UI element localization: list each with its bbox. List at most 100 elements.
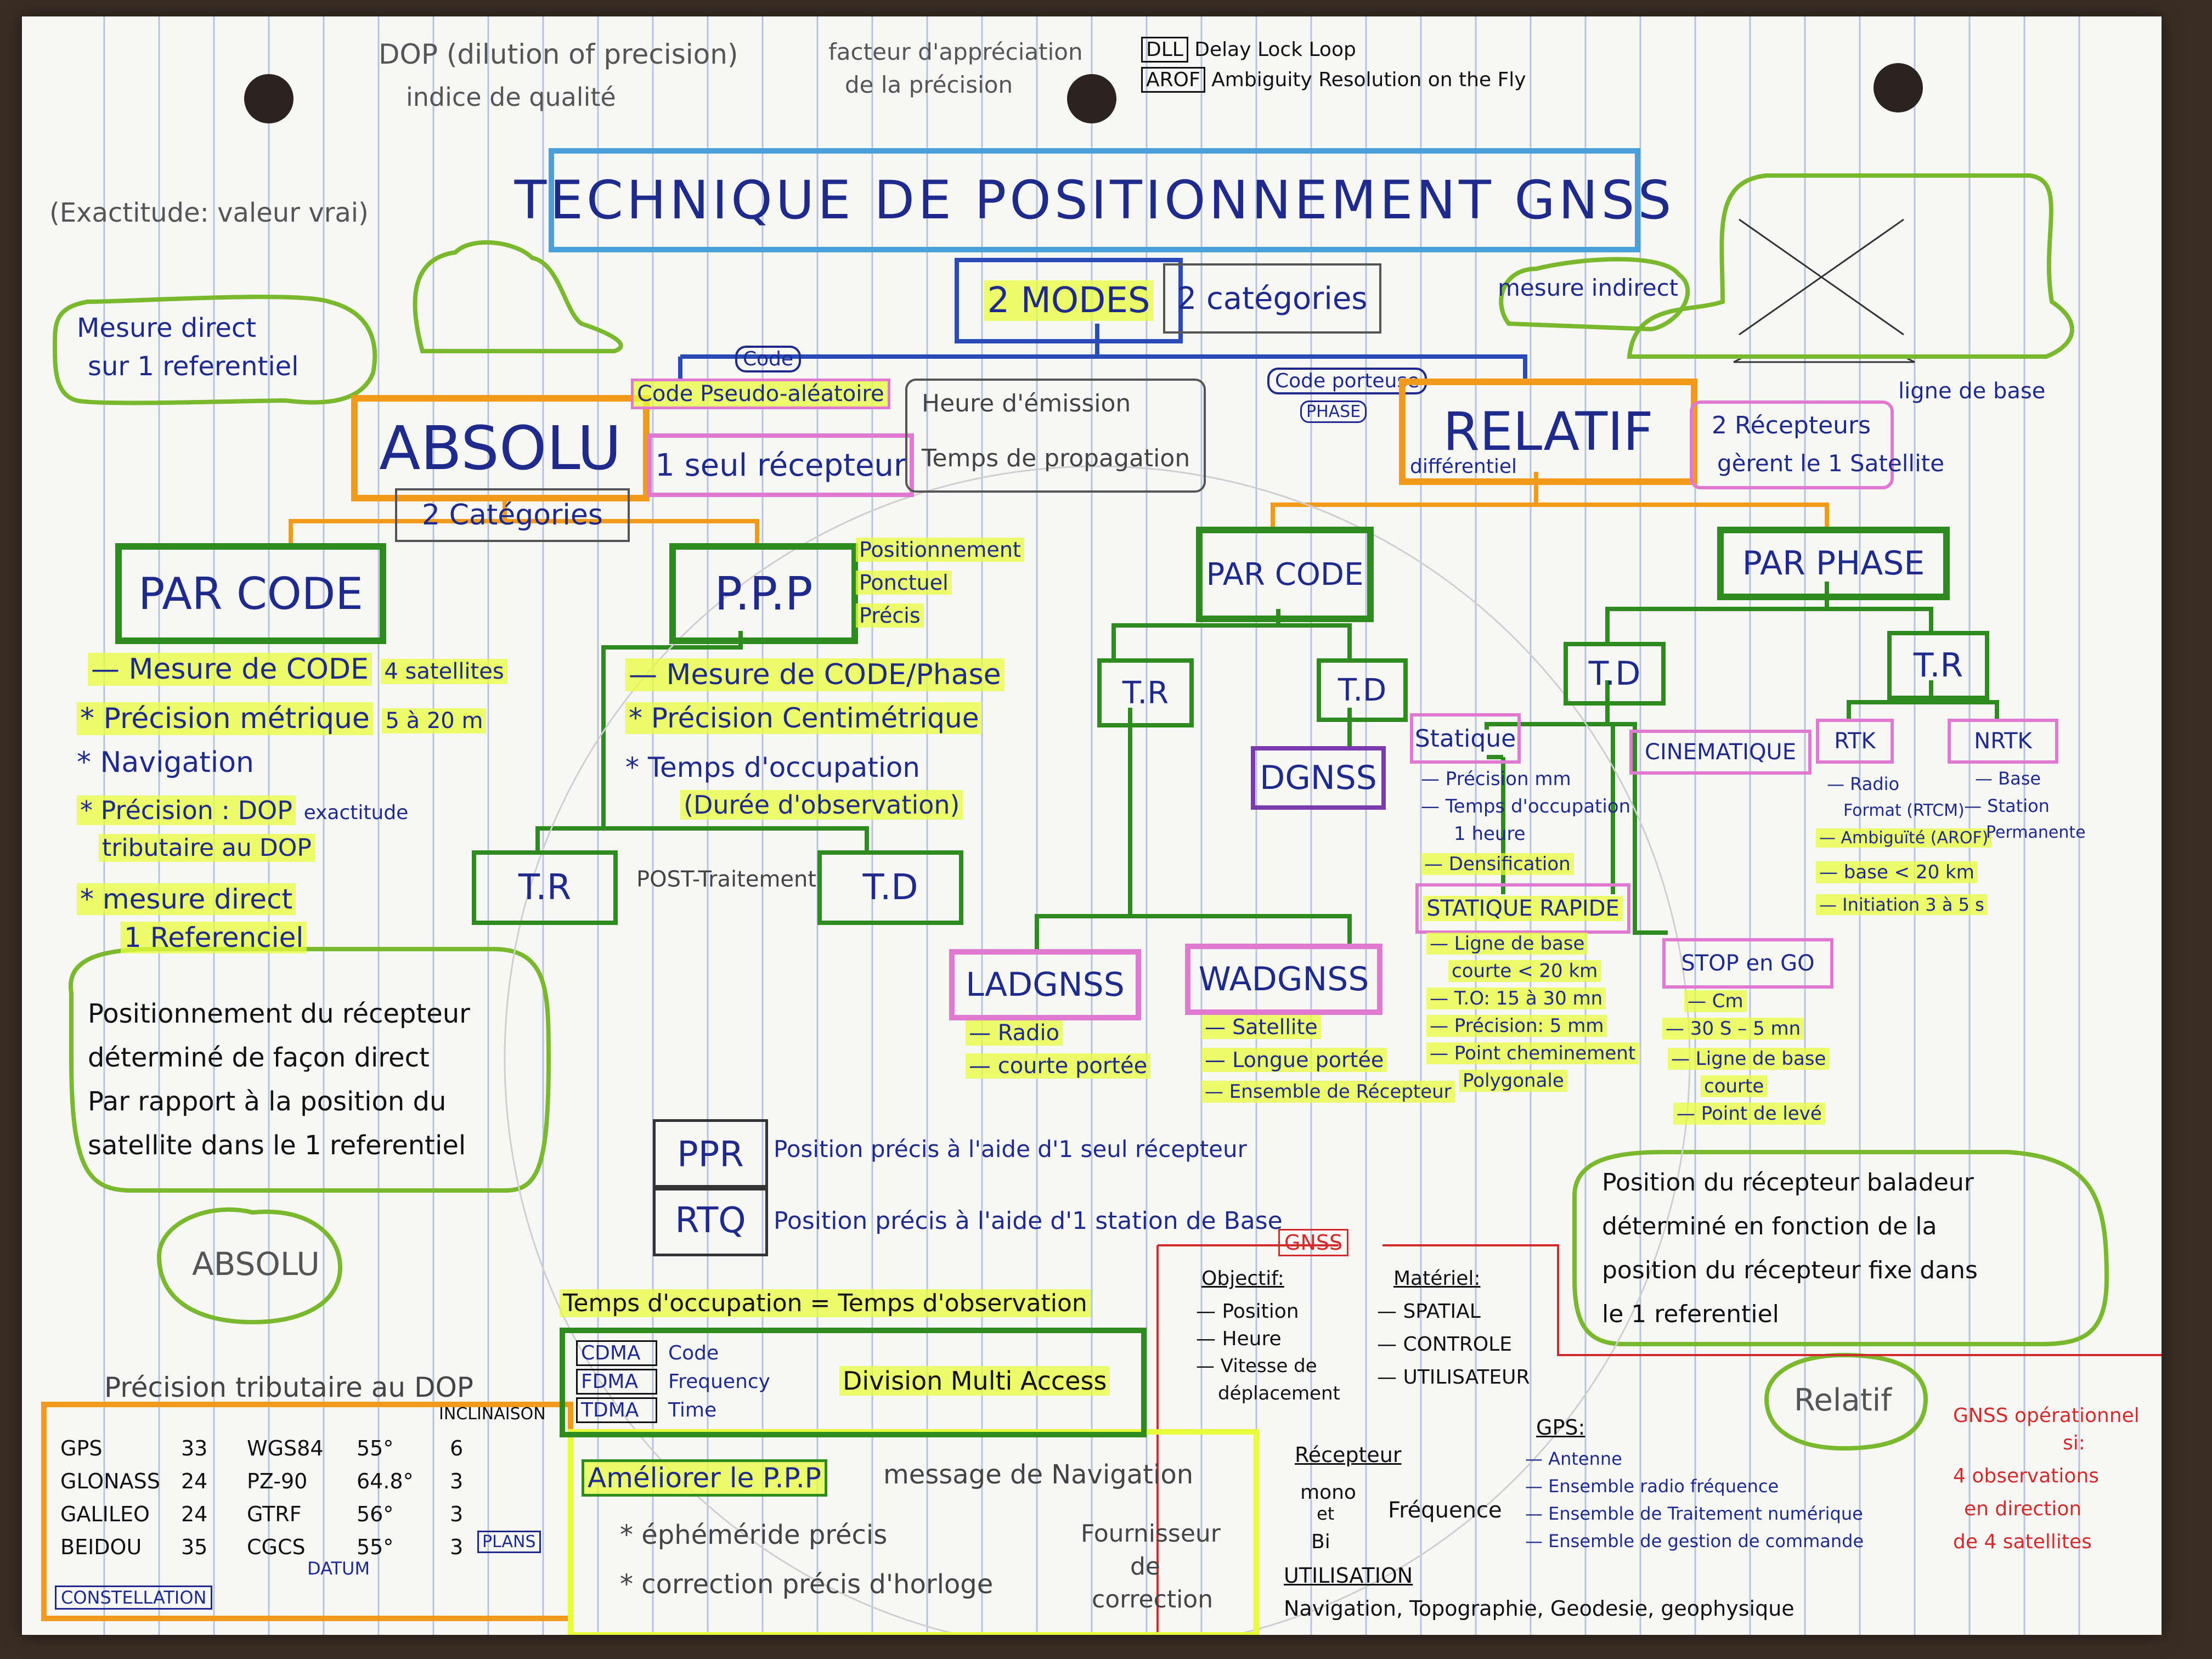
objectif-item-3: — Vitesse de: [1196, 1355, 1317, 1377]
dll-abbr: DLL: [1141, 37, 1188, 63]
ppp-item-2: * Précision Centimétrique: [625, 702, 983, 734]
multiplex-box: [560, 1328, 1147, 1437]
sg-item-3: — Ligne de base: [1668, 1048, 1830, 1070]
relatif-sub: différentiel: [1410, 455, 1517, 478]
recepteurs-1: 2 Récepteurs: [1712, 411, 1871, 439]
ameliorer-item-1: * éphéméride précis: [620, 1520, 888, 1550]
ppp-td-box: T.D: [817, 850, 963, 925]
relatif-def-3: position du récepteur fixe dans: [1602, 1256, 1978, 1284]
materiel-item-2: — CONTROLE: [1377, 1333, 1512, 1356]
objectif-item-2: — Heure: [1196, 1328, 1282, 1350]
sr-item-4: — Précision: 5 mm: [1426, 1015, 1607, 1037]
pc-item-7: 1 Referenciel: [121, 922, 307, 953]
recepteur-et: et: [1317, 1503, 1335, 1524]
ppr-abbr: PPR: [677, 1135, 744, 1175]
gnss-op-1: GNSS opérationnel: [1953, 1404, 2140, 1427]
constellation-table: GPS 33 WGS84 55° 6 GLONASS 24 PZ-90 64.8…: [60, 1432, 483, 1564]
arof-line: AROF Ambiguity Resolution on the Fly: [1141, 67, 1526, 93]
table-row: GPS 33 WGS84 55° 6: [60, 1436, 464, 1460]
categories-box: 2 catégories: [1163, 263, 1381, 334]
utilisation-title: UTILISATION: [1284, 1564, 1413, 1588]
sg-item-1: — Cm: [1684, 990, 1747, 1012]
gps-item-3: — Ensemble de Traitement numérique: [1525, 1503, 1863, 1524]
ameliorer-item-2: * correction précis d'horloge: [620, 1569, 994, 1600]
nrtk-item-3: Permanente: [1986, 823, 2086, 842]
absolu-bubble-line2: sur 1 referentiel: [88, 351, 299, 382]
mesure-indirect: mesure indirect: [1498, 274, 1679, 301]
relatif-def-4: le 1 referentiel: [1602, 1300, 1779, 1328]
code-tag: Code: [735, 346, 802, 373]
absolu-def-1: Positionnement du récepteur: [88, 998, 470, 1029]
seul-recepteur-box: 1 seul récepteur: [647, 433, 914, 497]
relatif-par-code-label: PAR CODE: [1206, 556, 1364, 592]
arof-abbr: AROF: [1141, 67, 1205, 93]
ppp-tr-box: T.R: [472, 850, 618, 925]
provider-1: Fournisseur: [1081, 1520, 1221, 1548]
wadgnss-item-1: — Satellite: [1201, 1015, 1321, 1039]
dgnss-box: DGNSS: [1251, 746, 1386, 810]
sr-item-3: — T.O: 15 à 30 mn: [1426, 988, 1606, 1009]
nrtk-box: NRTK: [1948, 719, 2058, 764]
rtq-box: RTQ: [653, 1185, 768, 1256]
title-box: TECHNIQUE DE POSITIONNEMENT GNSS: [515, 148, 1671, 252]
ameliorer-title: Améliorer le P.P.P: [582, 1459, 827, 1497]
gps-item-4: — Ensemble de gestion de commande: [1525, 1531, 1864, 1551]
constellation-table-title: Précision tributaire au DOP: [104, 1372, 473, 1403]
rc-tr: T.R: [1122, 675, 1169, 711]
pc-item-3: * Navigation: [77, 746, 254, 779]
recepteur-bi: Bi: [1311, 1531, 1330, 1553]
ppp-note-3: Précis: [856, 603, 924, 628]
temps-occupation: Temps d'occupation = Temps d'observation: [560, 1289, 1091, 1317]
label-plans: PLANS: [477, 1531, 541, 1553]
par-phase-label: PAR PHASE: [1742, 544, 1925, 583]
recepteurs-2: gèrent le 1 Satellite: [1717, 450, 1945, 477]
rtk-label: RTK: [1834, 729, 1876, 754]
relatif-cloud: Relatif: [1794, 1383, 1892, 1418]
gnss-op-2: si:: [2063, 1432, 2085, 1454]
dll-text: Delay Lock Loop: [1194, 38, 1356, 61]
pc-item-5: tributaire au DOP: [99, 834, 315, 862]
pp-tr-box: T.R: [1887, 631, 1989, 700]
phase-tag: PHASE: [1300, 400, 1367, 423]
temps-propagation: Temps de propagation: [922, 444, 1190, 472]
ppp-box: P.P.P: [669, 543, 858, 644]
sr-item-5: — Point cheminement: [1426, 1042, 1639, 1064]
absolu-cloud: ABSOLU: [192, 1245, 320, 1283]
ppr-box: PPR: [653, 1119, 768, 1190]
sr-item-6: Polygonale: [1459, 1070, 1567, 1092]
objectif-item-1: — Position: [1196, 1300, 1299, 1323]
multiplex-rows: CDMA Code FDMA Frequency TDMA Time: [576, 1339, 770, 1424]
ladgnss-box: LADGNSS: [949, 949, 1141, 1020]
dll-line: DLL Delay Lock Loop: [1141, 37, 1356, 63]
absolu-bubble-line1: Mesure direct: [77, 313, 257, 343]
factor-note: facteur d'appréciation: [828, 38, 1083, 65]
modes-label: 2 MODES: [984, 280, 1154, 321]
relatif-label: RELATIF: [1443, 401, 1654, 462]
recepteur-title: Récepteur: [1295, 1443, 1402, 1467]
ppp-item-4: (Durée d'observation): [680, 790, 963, 820]
pc-item-4: * Précision : DOP exactitude: [77, 795, 408, 825]
wadgnss-item-2: — Longue portée: [1201, 1048, 1387, 1072]
sg-item-2: — 30 S – 5 mn: [1662, 1018, 1804, 1040]
nrtk-item-1: — Base: [1975, 768, 2041, 789]
ppp-td: T.D: [862, 867, 918, 908]
multiplex-row: TDMA Time: [576, 1396, 770, 1424]
gnss-op-4: en direction: [1964, 1498, 2082, 1520]
statique-item-2: — Temps d'occupation: [1421, 795, 1631, 817]
statique-rapide-box: STATIQUE RAPIDE: [1415, 883, 1630, 934]
rtk-item-5: — Initiation 3 à 5 s: [1816, 894, 1988, 915]
sr-item-2: courte < 20 km: [1448, 960, 1601, 982]
gps-item-1: — Antenne: [1525, 1448, 1622, 1469]
modes-categories: 2 catégories: [1177, 280, 1368, 317]
absolu-categories-box: 2 Catégories: [395, 488, 630, 542]
wadgnss-label: WADGNSS: [1198, 960, 1369, 998]
statique-label: Statique: [1414, 724, 1516, 753]
statique-item-4: — Densification: [1421, 853, 1574, 875]
pp-tr: T.R: [1913, 646, 1963, 685]
paper-sheet: DOP (dilution of precision) indice de qu…: [22, 16, 2162, 1635]
stop-go-box: STOP en GO: [1662, 938, 1833, 989]
sg-item-5: — Point de levé: [1673, 1103, 1825, 1125]
rtq-abbr: RTQ: [675, 1200, 746, 1241]
gnss-op-5: de 4 satellites: [1953, 1531, 2092, 1553]
rtk-item-3: — Ambiguïté (AROF): [1816, 828, 1992, 848]
